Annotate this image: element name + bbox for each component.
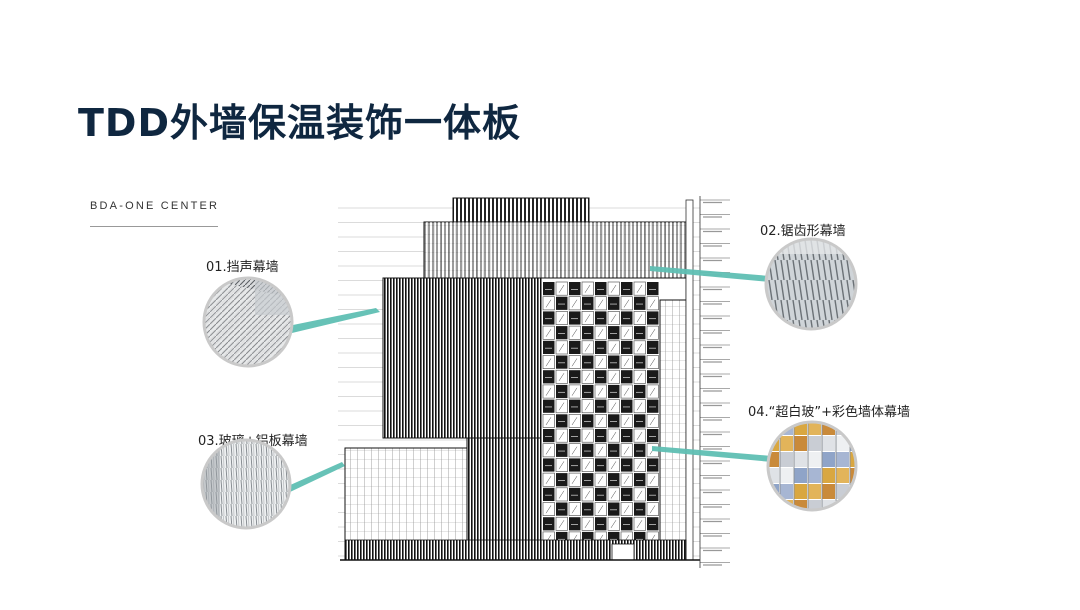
- page-title: TDD外墙保温装饰一体板: [78, 101, 522, 145]
- callout-label-01: 01.挡声幕墙: [206, 260, 279, 275]
- detail-circle-01: [202, 276, 294, 368]
- callout-leaders: [288, 266, 772, 492]
- detail-circle-02: [764, 237, 858, 331]
- callout-label-04: 04.“超白玻”+彩色墙体幕墙: [748, 405, 911, 420]
- project-underline: [90, 226, 218, 227]
- building-outline: [340, 197, 700, 561]
- detail-circle-03: [200, 438, 292, 530]
- project-name: BDA-ONE CENTER: [90, 200, 220, 212]
- checker-facade: [542, 281, 659, 546]
- level-dimension-column: [699, 196, 730, 568]
- ground-floor-strip: [344, 539, 687, 561]
- detail-circle-04: [766, 420, 858, 512]
- callout-label-02: 02.锯齿形幕墙: [760, 224, 846, 239]
